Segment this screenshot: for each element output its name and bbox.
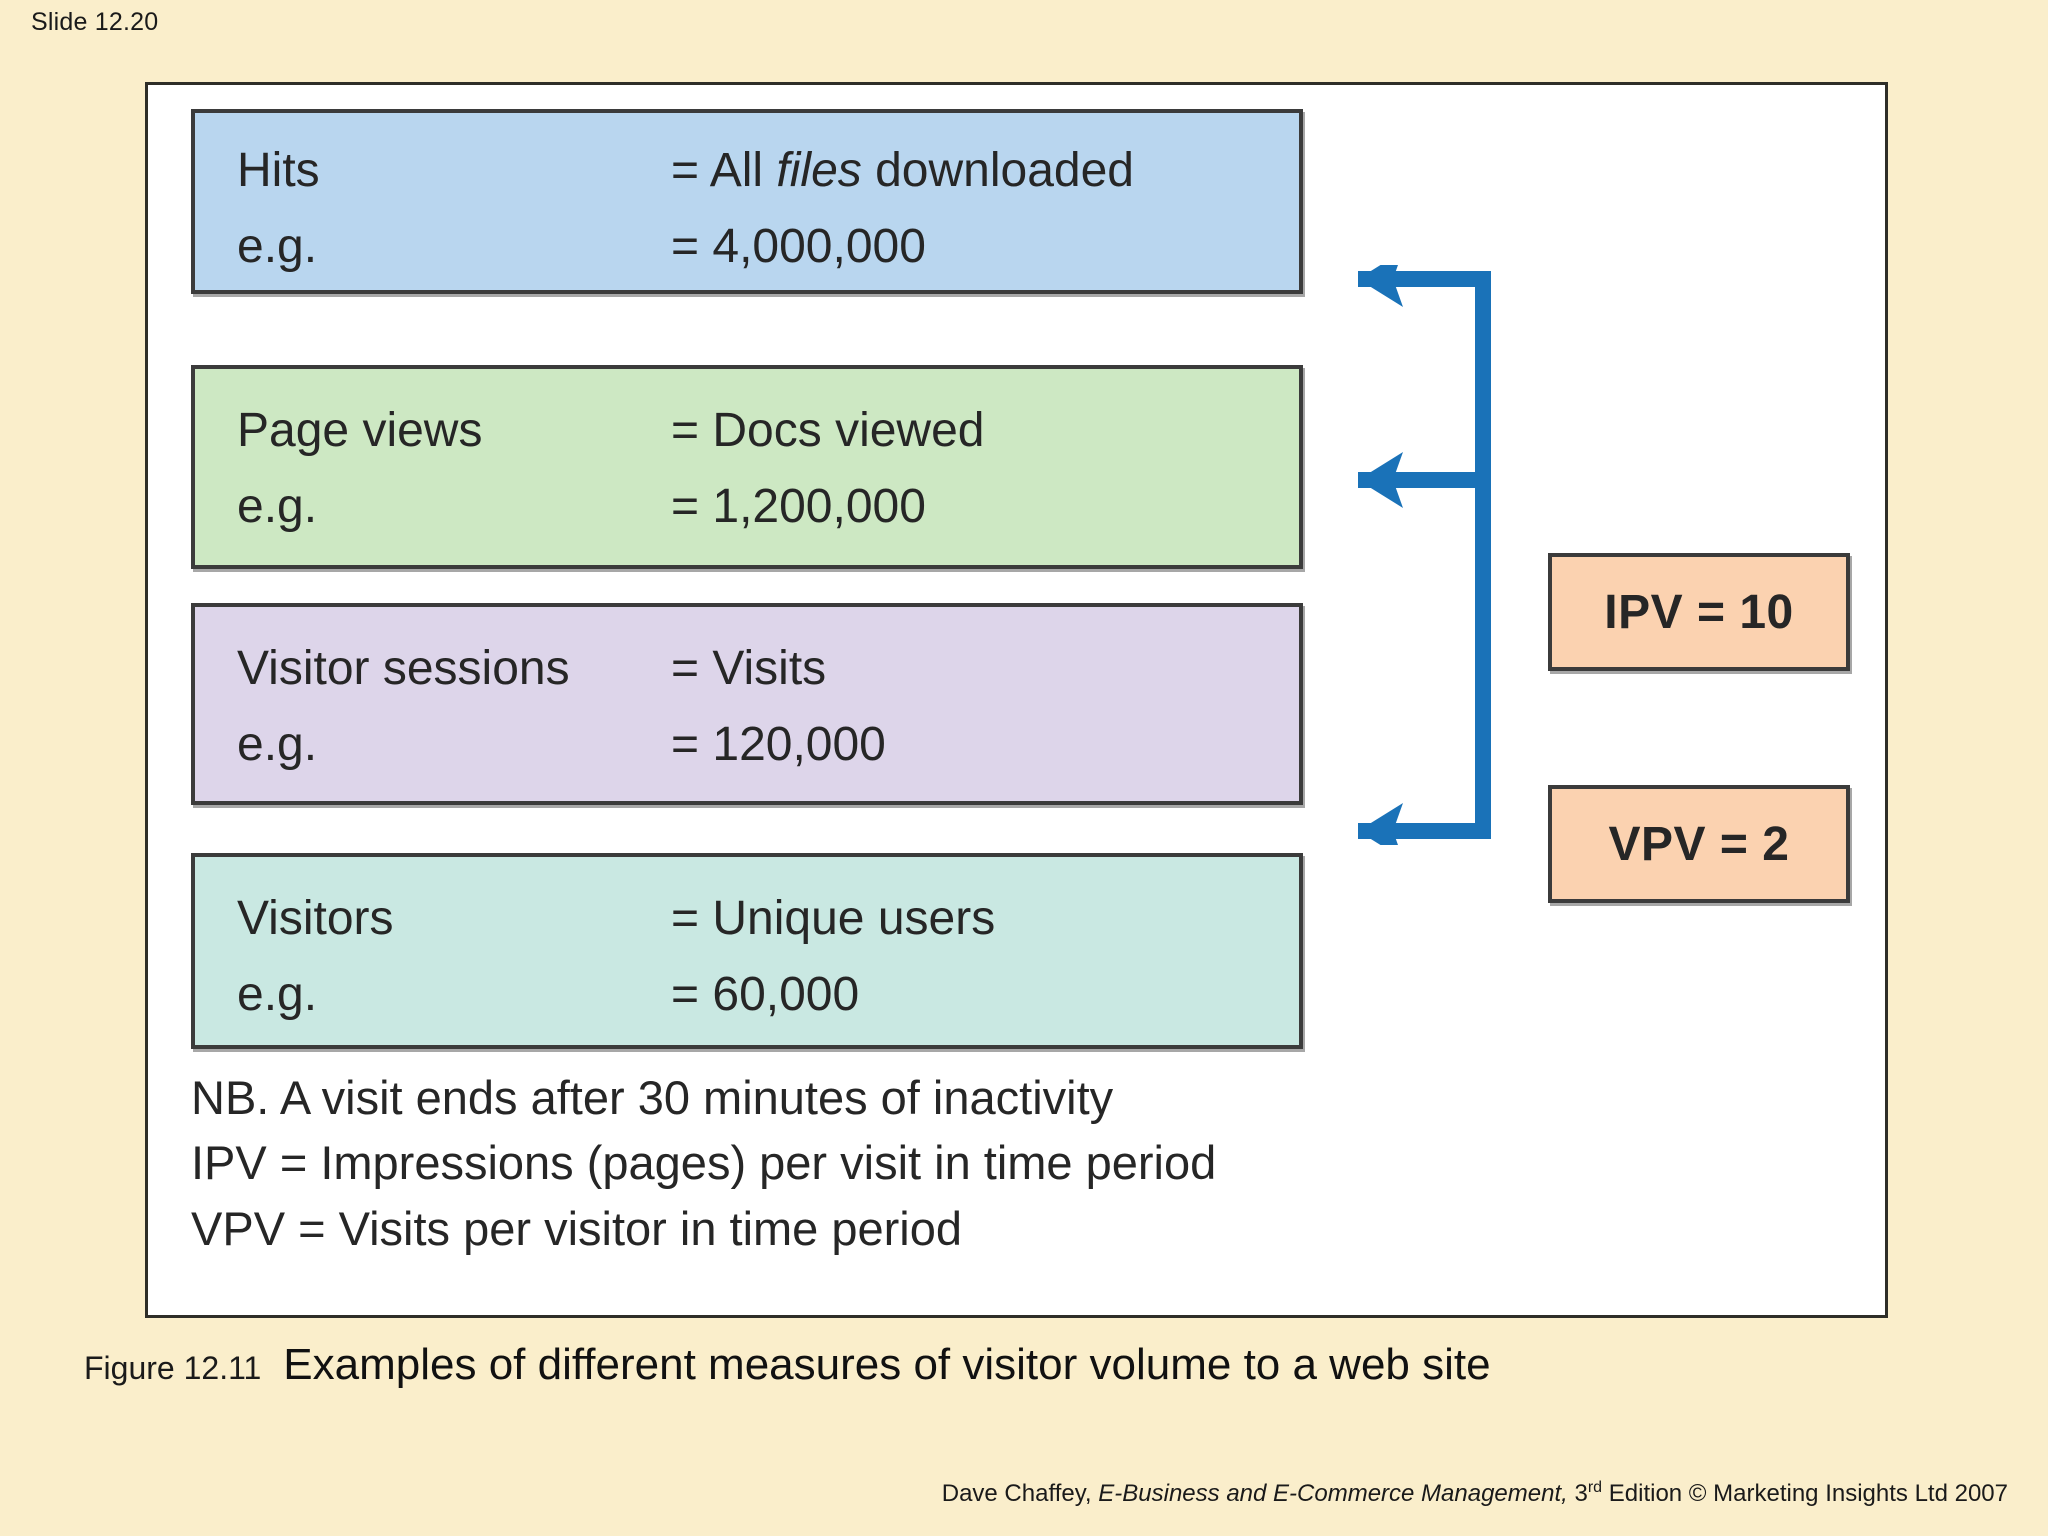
metric-box-hits: Hits = All files downloaded e.g. = 4,000… [191, 109, 1303, 294]
connector-branch-page-views [1358, 271, 1483, 287]
figure-caption-title: Examples of different measures of visito… [283, 1340, 1491, 1389]
metric-value: = 60,000 [671, 968, 860, 1021]
metric-rows: Hits = All files downloaded e.g. = 4,000… [195, 113, 1299, 271]
figure-caption: Figure 12.11 Examples of different measu… [84, 1340, 1491, 1390]
metric-example-row: e.g. = 1,200,000 [195, 483, 1299, 531]
metric-definition-row: Visitors = Unique users [195, 895, 1299, 943]
metric-rows: Page views = Docs viewed e.g. = 1,200,00… [195, 369, 1299, 531]
connector-spine [1475, 271, 1491, 839]
metric-definition: = Unique users [671, 895, 1299, 943]
slide-number: Slide 12.20 [31, 8, 159, 36]
definition-emphasis: files [776, 144, 862, 197]
definition-prefix: = Unique users [671, 892, 996, 945]
note-line: VPV = Visits per visitor in time period [191, 1201, 963, 1255]
ratio-box-ipv: IPV = 10 [1548, 553, 1850, 671]
metric-example-row: e.g. = 120,000 [195, 721, 1299, 769]
metric-name: Page views [237, 404, 483, 457]
definition-prefix: = Visits [671, 642, 827, 695]
definition-suffix: downloaded [861, 144, 1134, 197]
connector-branch-visitor-sessions [1358, 472, 1483, 488]
metric-definition: = All files downloaded [671, 147, 1299, 195]
metric-eg-label: e.g. [237, 968, 318, 1021]
metric-example-row: e.g. = 4,000,000 [195, 223, 1299, 271]
metric-definition: = Docs viewed [671, 407, 1299, 455]
footer-edition-ordinal: rd [1587, 1479, 1603, 1496]
figure-notes: NB. A visit ends after 30 minutes of ina… [191, 1070, 1216, 1256]
metric-name: Visitors [237, 892, 394, 945]
figure-frame: Hits = All files downloaded e.g. = 4,000… [145, 82, 1888, 1318]
ratio-box-vpv: VPV = 2 [1548, 785, 1850, 903]
footer-credit: Dave Chaffey, E-Business and E-Commerce … [942, 1479, 2008, 1508]
metric-definition-row: Visitor sessions = Visits [195, 645, 1299, 693]
arrowhead-visitor-sessions-icon [1358, 452, 1403, 508]
definition-prefix: = All [671, 144, 777, 197]
metric-eg-label: e.g. [237, 480, 318, 533]
metric-eg-label: e.g. [237, 718, 318, 771]
metric-rows: Visitors = Unique users e.g. = 60,000 [195, 857, 1299, 1019]
metric-definition: = Visits [671, 645, 1299, 693]
metric-value: = 4,000,000 [671, 220, 926, 273]
metric-box-visitors: Visitors = Unique users e.g. = 60,000 [191, 853, 1303, 1049]
definition-prefix: = Docs viewed [671, 404, 985, 457]
metric-eg-label: e.g. [237, 220, 318, 273]
footer-edition-rest: Edition © Marketing Insights Ltd 2007 [1608, 1480, 2008, 1507]
footer-author: Dave Chaffey, [941, 1480, 1092, 1507]
metric-box-page-views: Page views = Docs viewed e.g. = 1,200,00… [191, 365, 1303, 569]
note-line: NB. A visit ends after 30 minutes of ina… [191, 1071, 1114, 1124]
footer-book-title: E-Business and E-Commerce Management, [1098, 1480, 1568, 1507]
metric-box-visitor-sessions: Visitor sessions = Visits e.g. = 120,000 [191, 603, 1303, 805]
metric-name: Visitor sessions [237, 642, 570, 695]
figure-caption-label: Figure 12.11 [84, 1350, 262, 1386]
note-line: IPV = Impressions (pages) per visit in t… [191, 1136, 1217, 1190]
arrowhead-visitors-icon [1358, 803, 1403, 859]
metric-definition-row: Page views = Docs viewed [195, 407, 1299, 455]
connector-branch-visitors [1358, 823, 1483, 839]
metric-rows: Visitor sessions = Visits e.g. = 120,000 [195, 607, 1299, 769]
metric-example-row: e.g. = 60,000 [195, 971, 1299, 1019]
footer-edition-number: 3 [1574, 1480, 1588, 1507]
metric-value: = 1,200,000 [671, 480, 926, 533]
metric-definition-row: Hits = All files downloaded [195, 147, 1299, 195]
metric-value: = 120,000 [671, 718, 886, 771]
arrowhead-page-views-icon [1358, 251, 1403, 307]
metric-name: Hits [237, 144, 320, 197]
